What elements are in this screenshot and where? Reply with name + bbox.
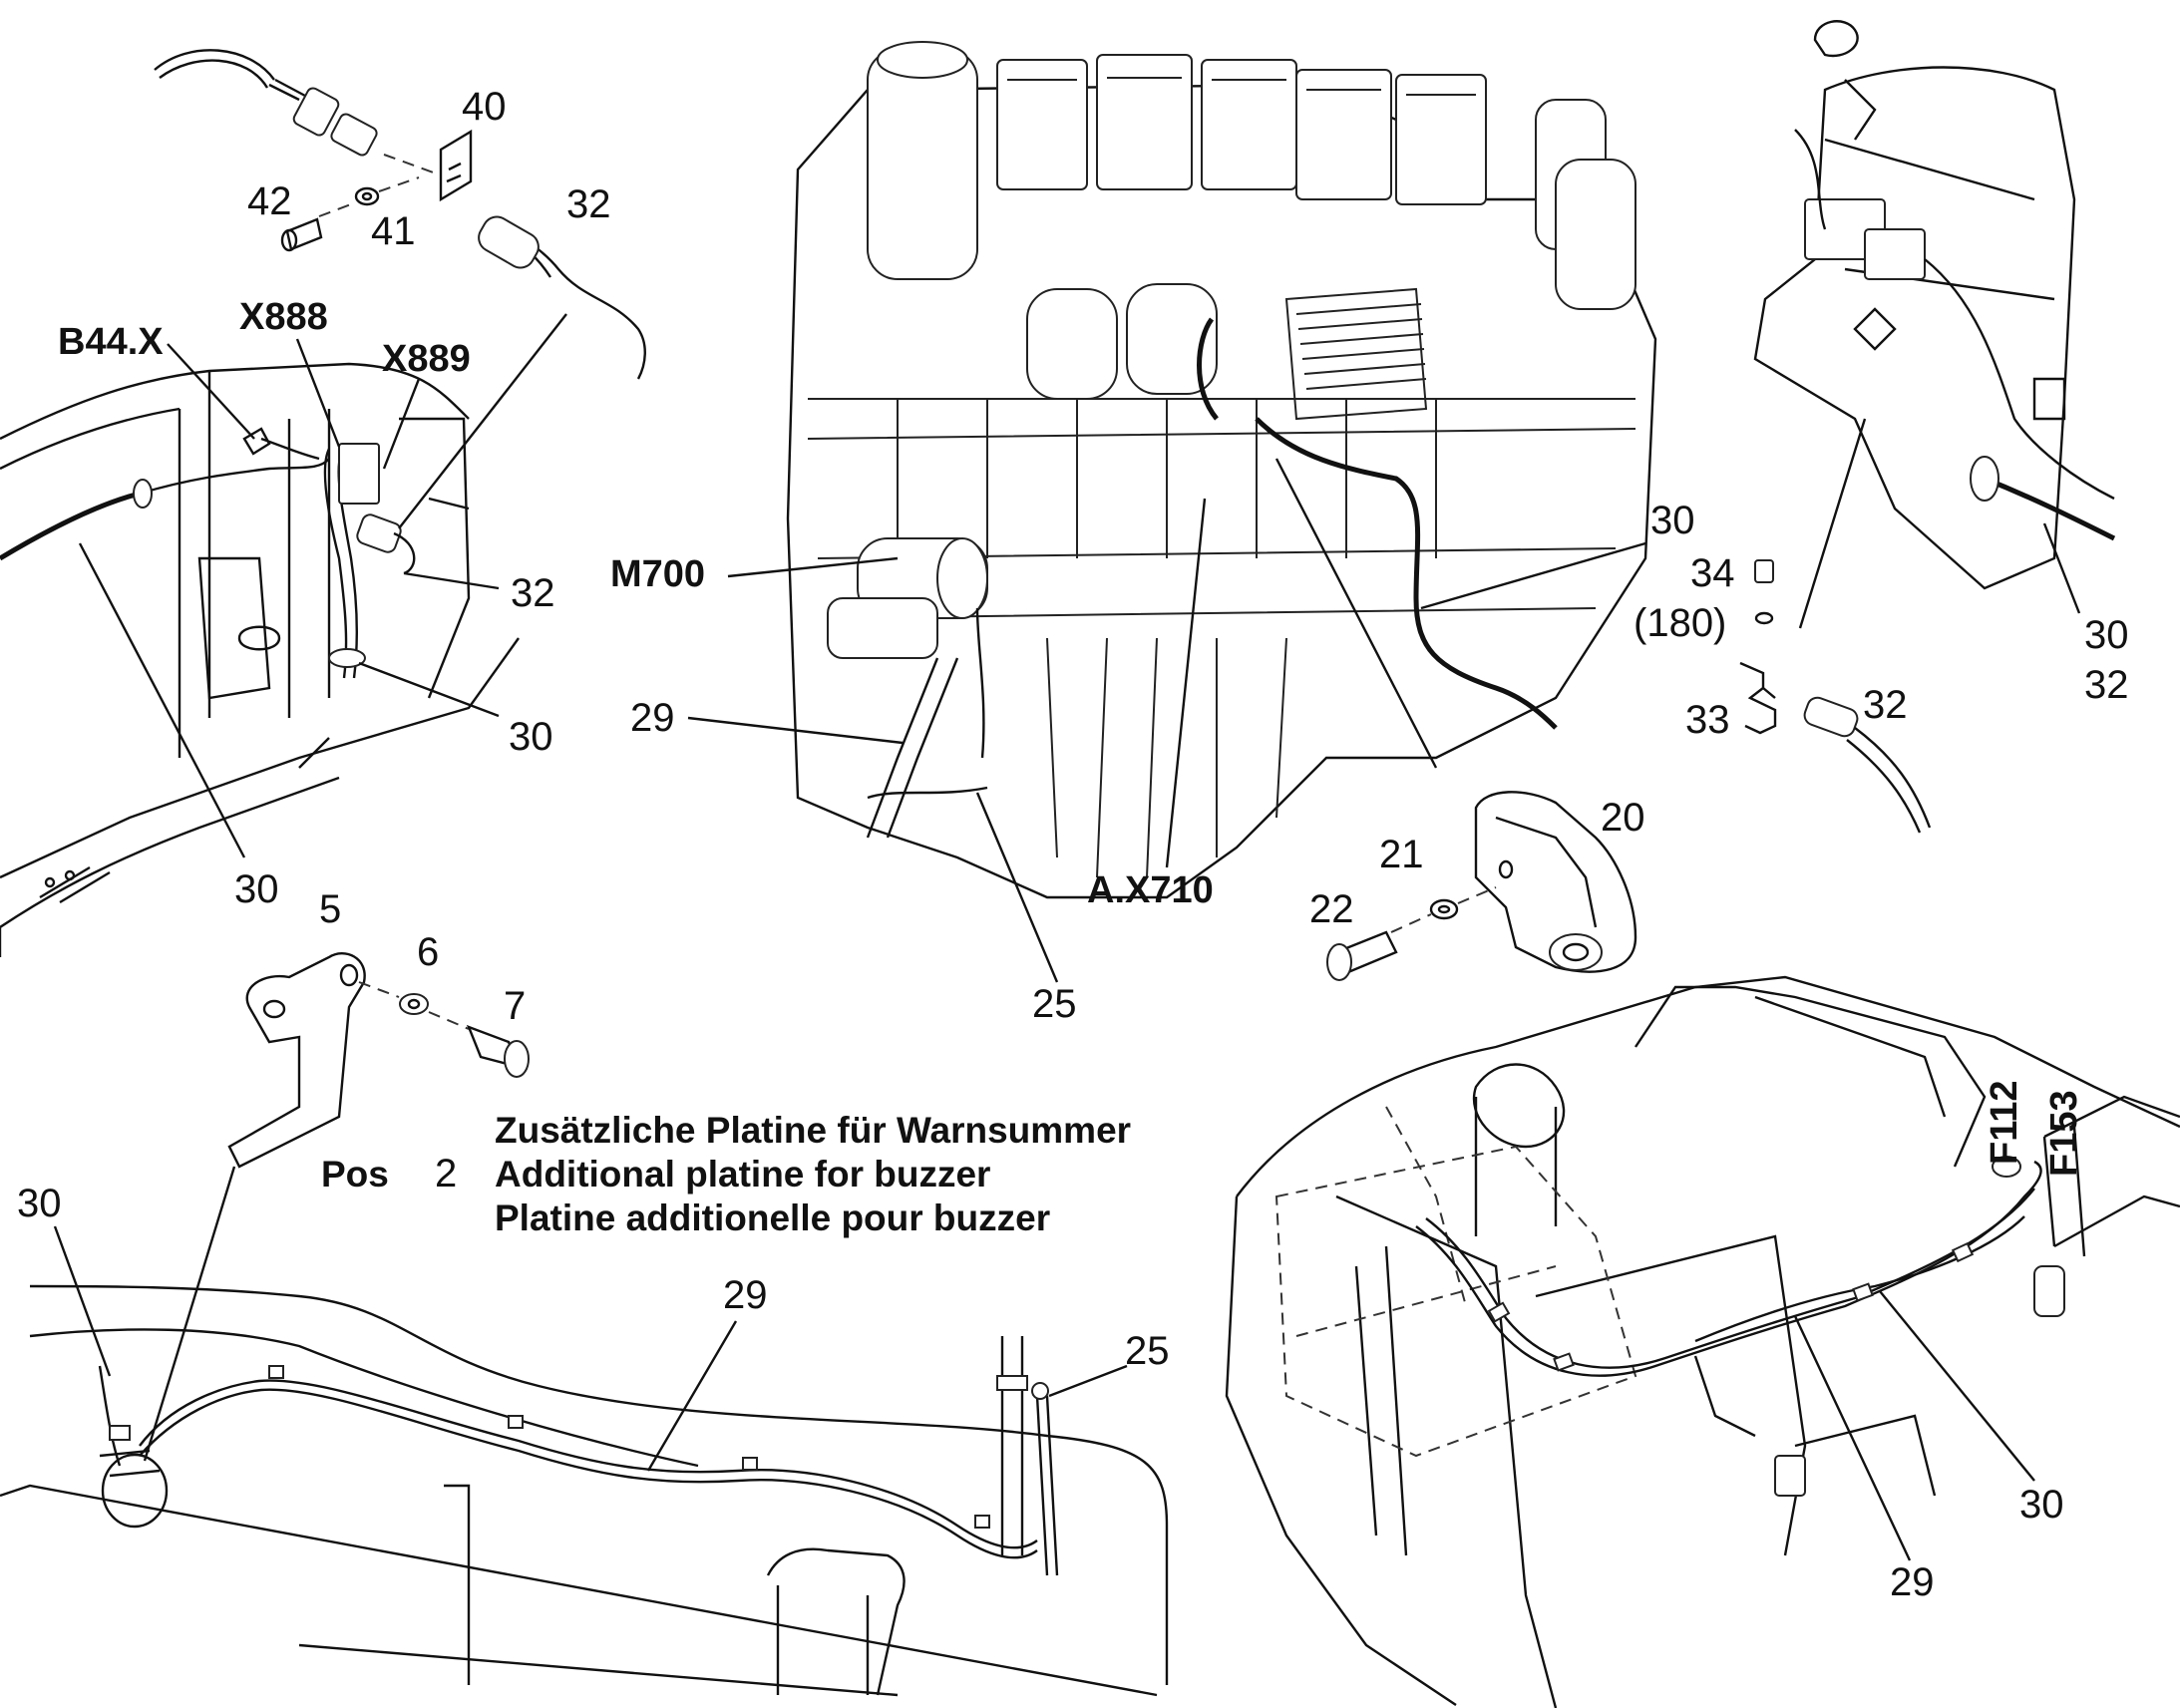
plate-5-detail — [227, 952, 530, 1169]
label-f112: F112 — [1984, 1080, 2025, 1165]
label-32-top: 32 — [566, 182, 611, 226]
svg-text:X888: X888 — [239, 296, 328, 338]
svg-text:25: 25 — [1032, 982, 1077, 1026]
label-30-left-b: 30 — [234, 867, 279, 911]
svg-text:25: 25 — [1125, 1329, 1170, 1373]
note-line-fr: Platine additionelle pour buzzer — [495, 1197, 1050, 1238]
svg-text:41: 41 — [371, 209, 416, 253]
svg-text:X889: X889 — [382, 338, 471, 380]
bottom-right-chassis — [1225, 975, 2180, 1708]
label-6: 6 — [417, 930, 439, 974]
label-40: 40 — [462, 85, 507, 129]
label-41: 41 — [371, 209, 416, 253]
note-block: Zusätzliche Platine für Warnsummer Pos 2… — [321, 1110, 1131, 1238]
label-30-topright: 30 — [2084, 613, 2129, 657]
svg-text:A.X710: A.X710 — [1087, 869, 1214, 911]
svg-text:(180): (180) — [1634, 601, 1726, 645]
svg-text:30: 30 — [2019, 1483, 2064, 1527]
svg-text:20: 20 — [1601, 796, 1645, 840]
svg-text:5: 5 — [319, 887, 341, 931]
note-pos-number: 2 — [435, 1152, 457, 1196]
label-22: 22 — [1309, 887, 1354, 931]
svg-text:F153: F153 — [2043, 1090, 2085, 1177]
label-42: 42 — [247, 179, 292, 223]
svg-text:6: 6 — [417, 930, 439, 974]
svg-text:33: 33 — [1685, 698, 1730, 742]
label-5: 5 — [319, 887, 341, 931]
label-33: 33 — [1685, 698, 1730, 742]
label-34: 34 — [1690, 551, 1735, 595]
leaders-bottomleft — [53, 1166, 1128, 1472]
svg-text:30: 30 — [1650, 499, 1695, 542]
label-21: 21 — [1379, 833, 1424, 876]
bottom-left-frame — [0, 1284, 1169, 1697]
svg-text:40: 40 — [462, 85, 507, 129]
leaders-topright — [1798, 418, 2081, 629]
label-ax710: A.X710 — [1087, 869, 1214, 911]
label-32-topright: 32 — [2084, 663, 2129, 707]
label-7: 7 — [504, 984, 526, 1028]
label-b44x: B44.X — [58, 321, 164, 363]
svg-text:29: 29 — [1890, 1560, 1935, 1604]
svg-text:32: 32 — [511, 571, 555, 615]
relay-bracket-assembly — [1753, 20, 2116, 590]
label-m700: M700 — [610, 553, 705, 595]
label-32-right: 32 — [1863, 683, 1908, 727]
label-29-bottomright: 29 — [1890, 1560, 1935, 1604]
note-line-de: Zusätzliche Platine für Warnsummer — [495, 1110, 1131, 1151]
svg-text:M700: M700 — [610, 553, 705, 595]
svg-text:30: 30 — [2084, 613, 2129, 657]
svg-text:29: 29 — [723, 1273, 768, 1317]
sensor-connector-detail — [154, 49, 646, 380]
svg-text:30: 30 — [234, 867, 279, 911]
label-f153: F153 — [2043, 1090, 2085, 1177]
label-32-left: 32 — [511, 571, 555, 615]
label-30-left-a: 30 — [509, 715, 553, 759]
label-25-bottomleft: 25 — [1125, 1329, 1170, 1373]
label-30-bottomleft: 30 — [17, 1182, 62, 1225]
svg-text:32: 32 — [566, 182, 611, 226]
label-30-bottomright: 30 — [2019, 1483, 2064, 1527]
leaders-left — [78, 313, 567, 858]
svg-text:29: 29 — [630, 696, 675, 740]
svg-text:7: 7 — [504, 984, 526, 1028]
note-pos-label: Pos — [321, 1154, 389, 1195]
label-29-engine: 29 — [630, 696, 675, 740]
svg-text:22: 22 — [1309, 887, 1354, 931]
svg-text:F112: F112 — [1984, 1080, 2025, 1165]
svg-text:32: 32 — [1863, 683, 1908, 727]
note-line-en: Additional platine for buzzer — [495, 1154, 990, 1195]
small-parts-33-34 — [1739, 559, 1932, 834]
label-180: (180) — [1634, 601, 1726, 645]
label-29-bottomleft: 29 — [723, 1273, 768, 1317]
svg-text:42: 42 — [247, 179, 292, 223]
svg-text:32: 32 — [2084, 663, 2129, 707]
engine-illustration — [786, 41, 1657, 899]
label-20: 20 — [1601, 796, 1645, 840]
svg-text:30: 30 — [17, 1182, 62, 1225]
leaders-engine — [687, 458, 1646, 983]
bracket-20-detail — [1326, 791, 1637, 981]
leaders-bottomright — [1793, 1290, 2035, 1561]
svg-text:30: 30 — [509, 715, 553, 759]
label-x889: X889 — [382, 338, 471, 380]
label-25-engine: 25 — [1032, 982, 1077, 1026]
svg-text:34: 34 — [1690, 551, 1735, 595]
svg-text:B44.X: B44.X — [58, 321, 164, 363]
label-x888: X888 — [239, 296, 328, 338]
label-30-engine: 30 — [1650, 499, 1695, 542]
svg-text:21: 21 — [1379, 833, 1424, 876]
left-frame-assembly — [0, 362, 520, 957]
